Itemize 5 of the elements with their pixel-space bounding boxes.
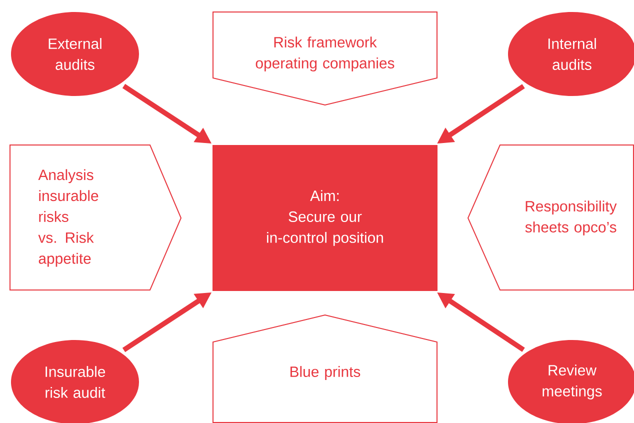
pentagon-box: Risk framework operating companies [212,12,438,106]
aim-box: Aim: Secure our in-control position [212,145,438,291]
pentagon-box: Responsibility sheets opco’s [467,144,634,290]
pentagon-box: Analysis insurable risks vs. Risk appetite [10,144,182,290]
pentagon-box: Blue prints [212,314,438,423]
